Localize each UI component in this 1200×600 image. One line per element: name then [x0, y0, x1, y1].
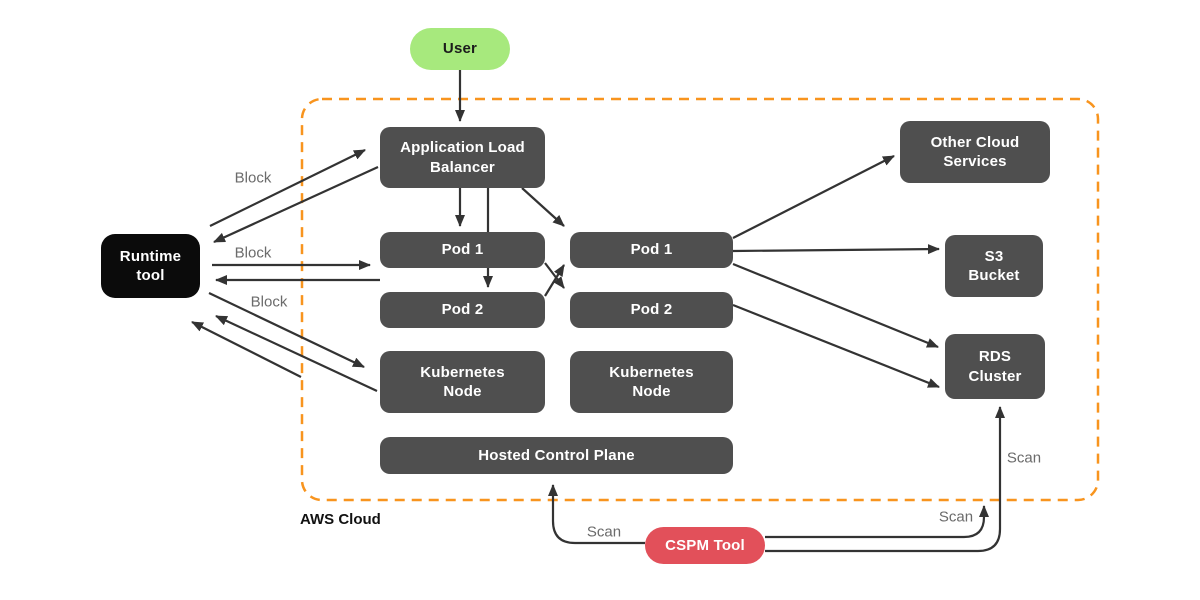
edge-pod1-left-to-pod2-right	[544, 262, 565, 289]
edge-label-block-pod: Block	[234, 244, 272, 262]
edge-label-block-alb: Block	[234, 169, 272, 187]
aws-cloud-region-label: AWS Cloud	[300, 511, 381, 528]
node-application-load-balancer: Application Load Balancer	[380, 127, 545, 188]
edge-boundary-to-runtime	[191, 321, 302, 378]
edge-pod1-right-to-s3	[732, 244, 940, 255]
node-runtime-tool: Runtime tool	[101, 234, 200, 298]
edge-k8s-left-to-runtime	[215, 315, 378, 392]
node-kubernetes-node-left: Kubernetes Node	[380, 351, 545, 413]
node-user: User	[410, 28, 510, 70]
edge-pod2-right-to-rds	[732, 303, 940, 389]
edge-alb-to-runtime	[213, 165, 379, 244]
aws-cloud-boundary	[300, 97, 1100, 502]
edge-pod1-right-to-other-cloud-services	[732, 155, 895, 239]
edge-pod1-right-to-rds	[732, 262, 939, 349]
node-kubernetes-node-right: Kubernetes Node	[570, 351, 733, 413]
node-cspm-tool: CSPM Tool	[645, 527, 765, 564]
node-hosted-control-plane: Hosted Control Plane	[380, 437, 733, 474]
node-pod-2-right: Pod 2	[570, 292, 733, 328]
edge-cspm-to-rds	[765, 406, 1005, 553]
node-s3-bucket: S3 Bucket	[945, 235, 1043, 297]
node-pod-1-right: Pod 1	[570, 232, 733, 268]
edge-label-scan-border: Scan	[938, 508, 974, 526]
edge-pod2-left-to-pod1-right	[544, 264, 565, 297]
node-rds-cluster: RDS Cluster	[945, 334, 1045, 399]
edge-runtime-to-k8s-left	[208, 292, 365, 368]
node-other-cloud-services: Other Cloud Services	[900, 121, 1050, 183]
edge-alb-to-pod1-right	[521, 187, 565, 227]
edge-cspm-to-boundary	[765, 505, 989, 539]
node-pod-1-left: Pod 1	[380, 232, 545, 268]
edge-label-block-node: Block	[250, 293, 288, 311]
edge-label-scan-rds: Scan	[1006, 449, 1042, 467]
edge-runtime-to-alb	[209, 149, 366, 227]
edge-cspm-to-hcp	[548, 484, 645, 545]
node-pod-2-left: Pod 2	[380, 292, 545, 328]
edge-label-scan-hcp: Scan	[586, 523, 622, 541]
